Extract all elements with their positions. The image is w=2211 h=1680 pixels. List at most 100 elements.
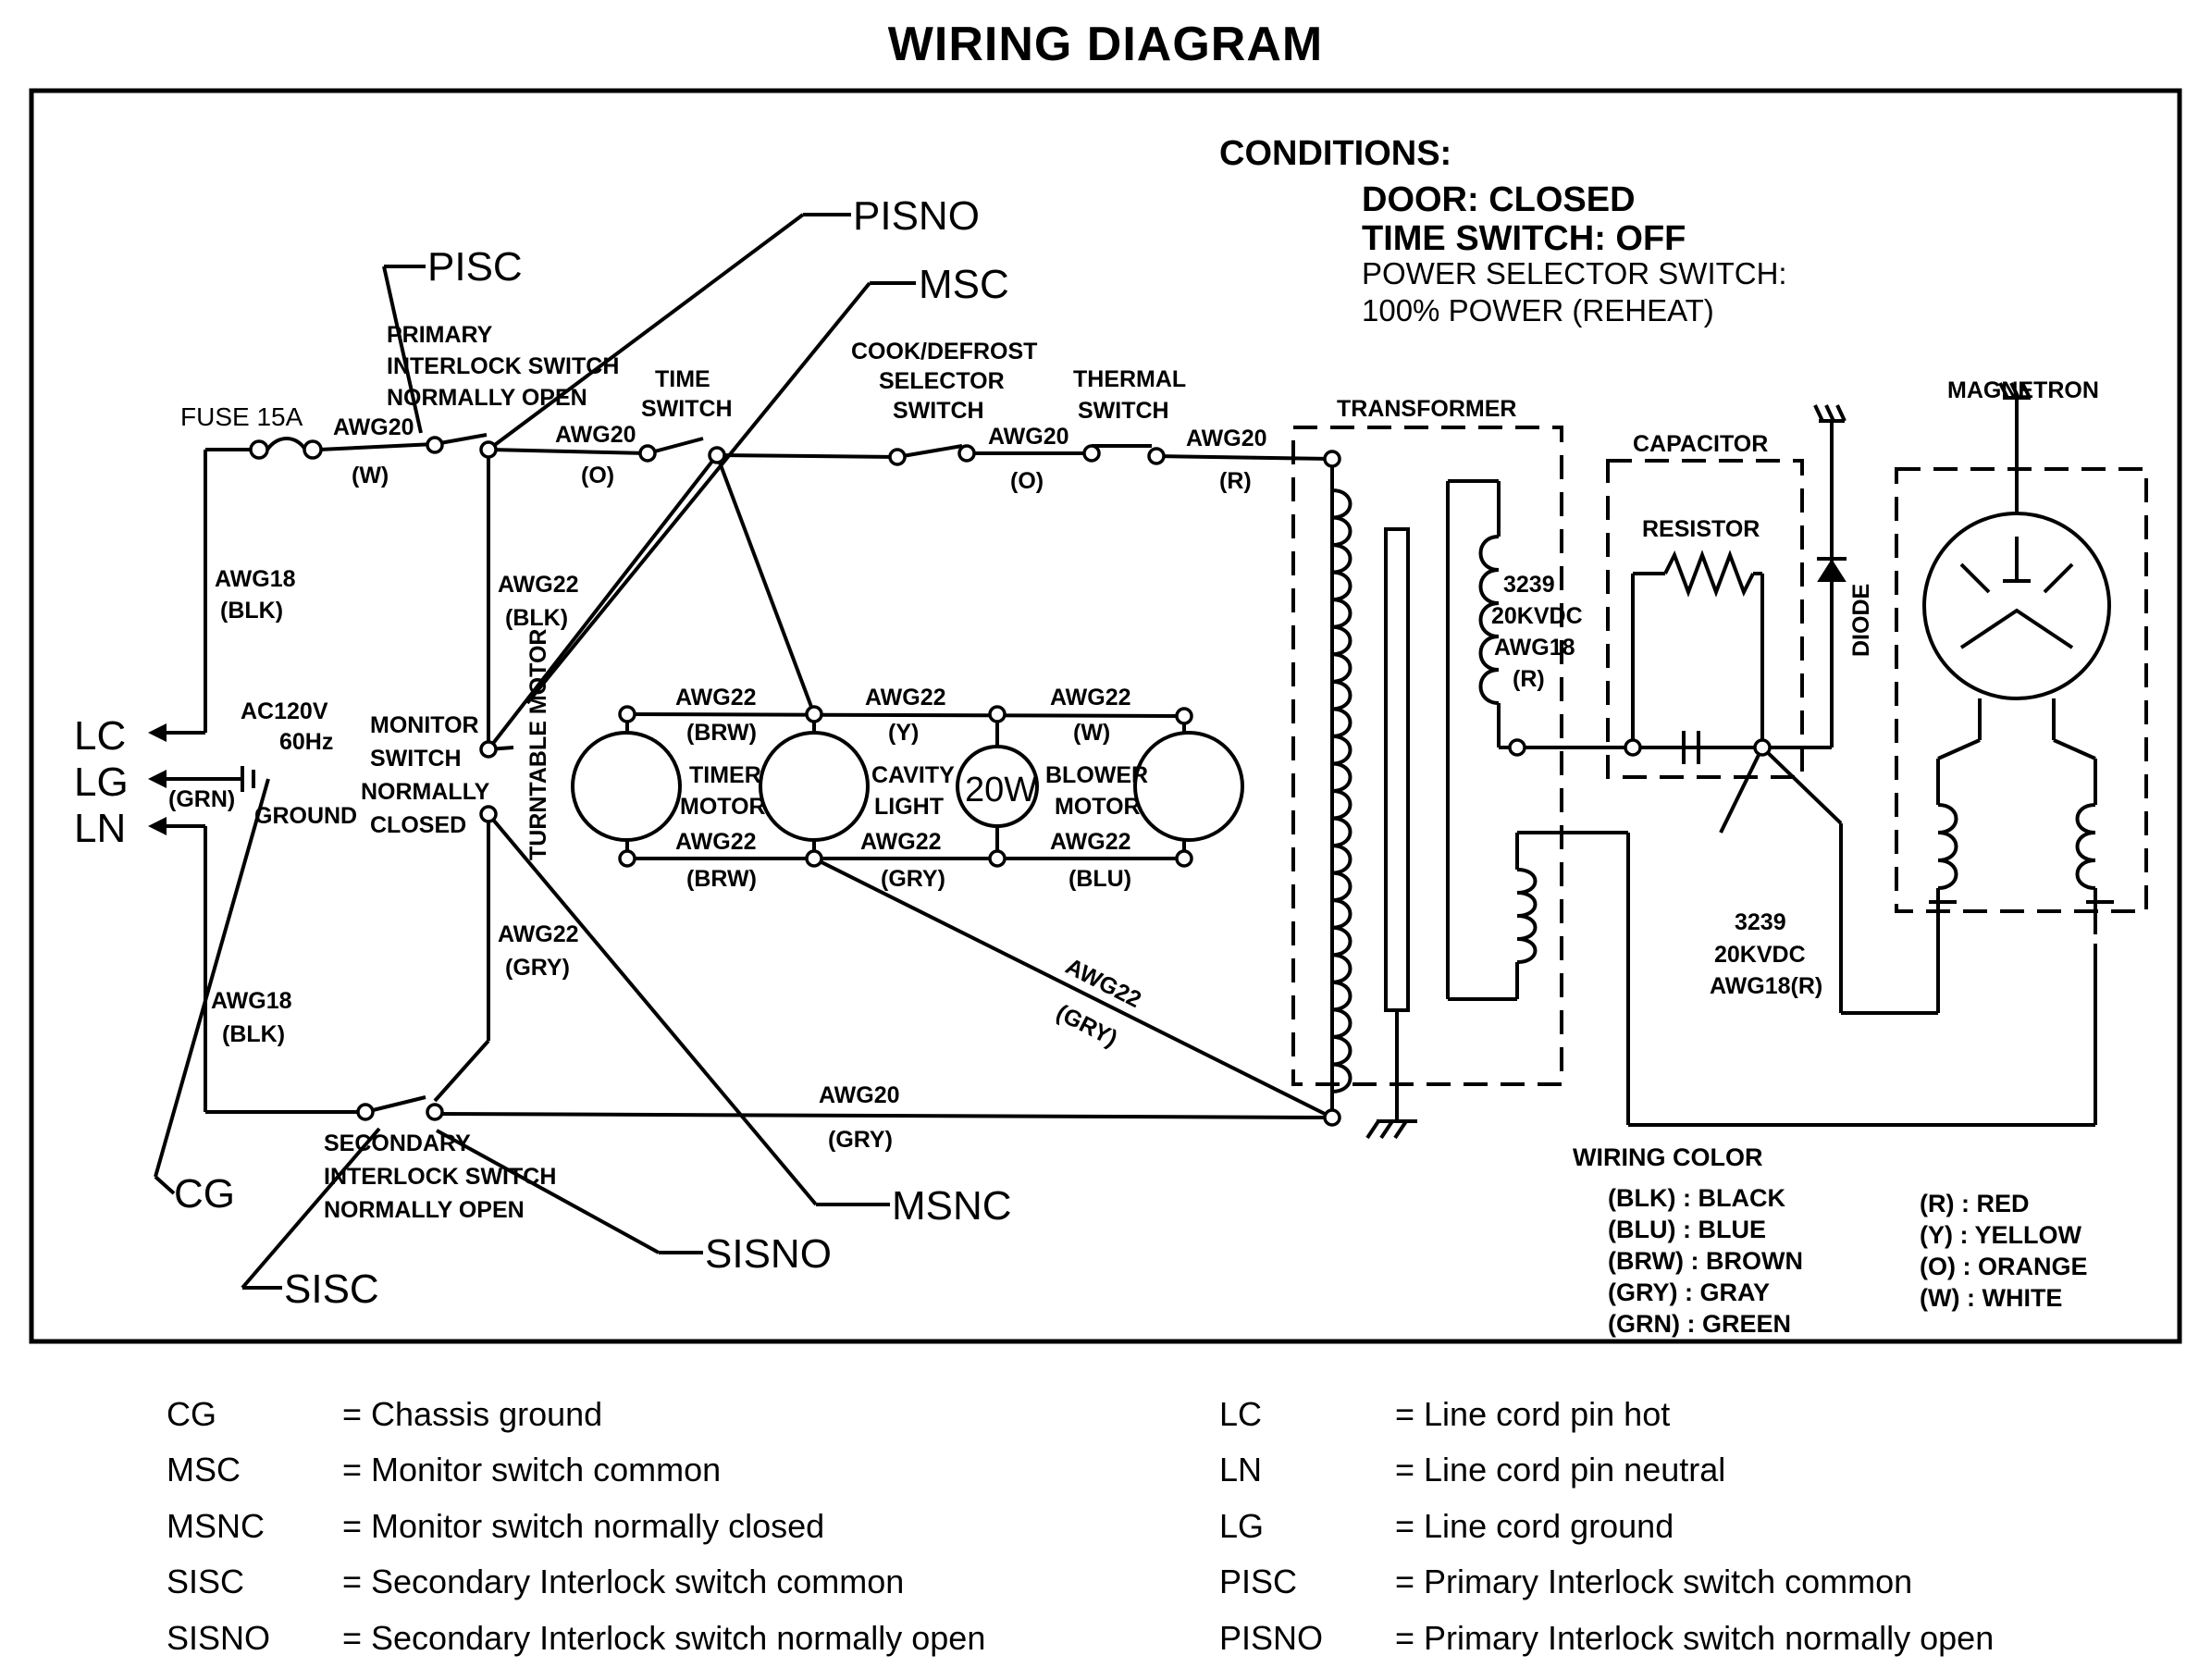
svg-text:(BRW) : BROWN: (BRW) : BROWN [1608,1247,1803,1275]
monitor-switch-label-4: CLOSED [370,812,466,838]
ln-label: LN [74,806,126,851]
conditions-block: CONDITIONS: DOOR: CLOSED TIME SWITCH: OF… [1219,134,1787,327]
transformer-enclosure [1291,426,1563,1086]
svg-text:(O) : ORANGE: (O) : ORANGE [1920,1253,2088,1280]
legend-abbr: CG [167,1395,216,1433]
svg-text:AWG20: AWG20 [333,414,414,440]
blower-motor-symbol [1133,731,1244,842]
diagram-frame [29,88,2182,1344]
svg-text:AWG22: AWG22 [498,921,579,947]
time-switch-label-1: TIME [655,366,710,392]
thermal-switch-label-1: THERMAL [1073,366,1186,392]
svg-text:(R) : RED: (R) : RED [1920,1190,2029,1217]
cg-label: CG [174,1171,235,1217]
svg-text:AWG18: AWG18 [211,988,292,1014]
svg-text:AWG18: AWG18 [215,566,296,592]
legend-def: = Primary Interlock switch normally open [1395,1619,1995,1657]
svg-text:(BRW): (BRW) [686,720,757,746]
wiring-color-heading: WIRING COLOR [1573,1143,1762,1171]
svg-text:AWG20: AWG20 [555,422,636,448]
legend-def: = Primary Interlock switch common [1395,1563,1913,1600]
svg-text:(BLK): (BLK) [220,598,283,624]
magnetron-choke-right [2075,803,2096,890]
wiring [154,213,2114,1290]
primary-winding-coil [1331,488,1353,1093]
svg-text:(BLK) : BLACK: (BLK) : BLACK [1608,1184,1785,1212]
legend-abbr: SISNO [167,1619,271,1657]
condition-power-level: 100% POWER (REHEAT) [1362,293,1714,327]
thermal-switch-label-2: SWITCH [1078,398,1169,424]
secondary-interlock-label-3: NORMALLY OPEN [324,1197,525,1223]
legend-abbr: LN [1219,1451,1263,1489]
ground-label: GROUND [254,803,357,829]
timer-motor-symbol [759,731,870,842]
legend-abbr: MSNC [167,1507,265,1545]
condition-door: DOOR: CLOSED [1362,180,1636,219]
pisc-label: PISC [427,244,523,290]
svg-text:(W) : WHITE: (W) : WHITE [1920,1284,2062,1312]
hv-winding-coil [1516,868,1538,964]
monitor-switch-label-1: MONITOR [370,712,479,738]
legend-def: = Line cord ground [1395,1507,1674,1545]
conditions-heading: CONDITIONS: [1219,134,1451,173]
svg-text:(GRN) : GREEN: (GRN) : GREEN [1608,1310,1791,1338]
filament-winding-coil [1478,535,1500,705]
legend-abbr: SISC [167,1563,245,1600]
cook-defrost-label-3: SWITCH [893,398,984,424]
cook-defrost-label-2: SELECTOR [879,368,1005,394]
turntable-motor-label: TURNTABLE MOTOR [525,629,551,860]
transformer-windings [1331,488,2096,1093]
capacitor-enclosure [1606,459,1804,779]
legend-abbr: MSC [167,1451,241,1489]
magnetron-enclosure [1895,467,2148,913]
diode-label: DIODE [1848,584,1874,657]
svg-text:(W): (W) [352,463,389,488]
legend-def: = Chassis ground [342,1395,603,1433]
magnetron-label: MAGNETRON [1947,377,2099,403]
monitor-switch-label-2: SWITCH [370,746,462,772]
svg-text:(BLU): (BLU) [1068,866,1131,892]
svg-text:(Y) : YELLOW: (Y) : YELLOW [1920,1221,2082,1249]
hv-top-label-2: 20KVDC [1491,603,1583,629]
svg-text:AWG22: AWG22 [1050,685,1131,710]
legend-def: = Secondary Interlock switch common [342,1563,905,1600]
legend-def: = Monitor switch common [342,1451,722,1489]
svg-text:AWG22: AWG22 [1050,829,1131,855]
terminals [356,436,1772,1127]
power-supply-label-2: 60Hz [279,729,333,755]
msnc-label: MSNC [892,1183,1012,1229]
legend-def: = Secondary Interlock switch normally op… [342,1619,986,1657]
primary-interlock-label-3: NORMALLY OPEN [387,385,587,411]
svg-text:(O): (O) [581,463,614,488]
sisno-label: SISNO [705,1231,832,1277]
svg-text:AWG20: AWG20 [819,1082,900,1108]
hv-top-label-4: (R) [1513,666,1545,692]
svg-text:(BLU) : BLUE: (BLU) : BLUE [1608,1216,1766,1243]
timer-motor-label-1: TIMER [689,762,761,788]
blower-motor-label-1: BLOWER [1045,762,1148,788]
monitor-switch-label-3: NORMALLY [361,779,490,805]
svg-text:(GRY): (GRY) [828,1127,893,1153]
lc-label: LC [74,713,126,759]
svg-text:(W): (W) [1073,720,1110,746]
primary-interlock-label-2: INTERLOCK SWITCH [387,353,619,379]
cavity-light-label-1: CAVITY [871,762,955,788]
svg-text:AWG22: AWG22 [498,572,579,598]
wire-labels: AWG20 (W) AWG20 (O) AWG20 (O) AWG20 (R) … [168,414,1267,1153]
fuse-15a [249,437,323,460]
resistor-label: RESISTOR [1642,516,1760,542]
legend-def: = Line cord pin neutral [1395,1451,1726,1489]
primary-interlock-label-1: PRIMARY [387,322,493,348]
svg-text:(R): (R) [1219,468,1252,494]
time-switch-label-2: SWITCH [641,396,733,422]
condition-time-switch: TIME SWITCH: OFF [1362,219,1686,258]
legend-abbr: LC [1219,1395,1263,1433]
svg-text:(BLK): (BLK) [222,1021,285,1047]
hv-top-label-1: 3239 [1503,572,1555,598]
msc-label: MSC [919,262,1009,307]
hv-bottom-label-1: 3239 [1735,909,1786,935]
pisno-label: PISNO [853,193,980,239]
diagram-title: WIRING DIAGRAM [887,18,1324,71]
svg-text:(GRY): (GRY) [881,866,945,892]
svg-text:(GRN): (GRN) [168,786,235,812]
